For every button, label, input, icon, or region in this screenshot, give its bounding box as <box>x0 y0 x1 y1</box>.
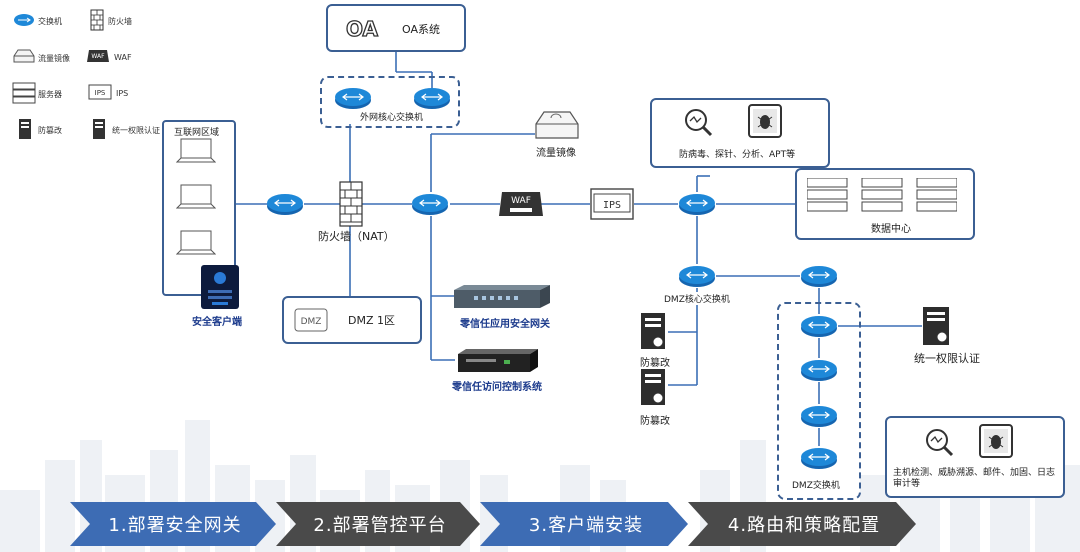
waf-legend-icon: WAF <box>87 50 109 62</box>
switch-legend-icon <box>14 14 34 26</box>
firewall-nat-label: 防火墙（NAT） <box>318 230 395 243</box>
traffic-mirror-label: 流量镜像 <box>536 148 576 159</box>
main-router-icon[interactable] <box>411 192 449 216</box>
anti-tamper-label-1: 防篡改 <box>640 358 670 369</box>
steps-banner-shapes <box>70 502 916 546</box>
outer-core-switch-label: 外网核心交换机 <box>360 110 424 123</box>
step-3-label: 3.客户端安装 <box>528 515 644 536</box>
dmz-switch-4-icon[interactable] <box>800 446 838 470</box>
datacenter-router-icon[interactable] <box>678 192 716 216</box>
anti-tamper-server-icon[interactable] <box>640 368 668 408</box>
step-1-label: 1.部署安全网关 <box>108 515 242 536</box>
analysis-box: 防病毒、探针、分析、APT等 <box>650 98 830 168</box>
laptop-icon <box>176 184 216 209</box>
ips-legend-icon: IPS <box>88 84 112 100</box>
legend-auth-label: 统一权限认证 <box>112 126 160 135</box>
dmz-zone-label: DMZ 1区 <box>348 314 395 327</box>
dmz-icon: DMZ <box>294 308 328 332</box>
data-center-box: 数据中心 <box>795 168 975 240</box>
internet-zone-label: 互联网区域 <box>174 128 220 138</box>
dmz-core-switch-label: DMZ核心交换机 <box>664 292 730 305</box>
zero-trust-access-label: 零信任访问控制系统 <box>452 382 542 393</box>
svg-text:WAF: WAF <box>511 196 531 206</box>
security-client-app-icon[interactable] <box>200 264 240 310</box>
anti-tamper-legend-icon <box>19 119 31 139</box>
ips-icon[interactable]: IPS <box>590 188 634 220</box>
host-detection-box: 主机检测、威胁溯源、邮件、加固、日志审计等 <box>885 416 1065 498</box>
svg-text:OA: OA <box>346 17 378 40</box>
svg-text:DMZ: DMZ <box>301 317 322 327</box>
laptop-icon <box>176 230 216 255</box>
host-detect-magnifier-icon <box>926 429 954 457</box>
firewall-icon[interactable] <box>339 181 363 227</box>
dmz-switch-label: DMZ交换机 <box>792 481 840 491</box>
step-2-label: 2.部署管控平台 <box>313 515 447 536</box>
dmz-core-switch-icon[interactable] <box>678 264 716 288</box>
waf-icon[interactable]: WAF <box>498 190 544 218</box>
laptop-icon <box>176 138 216 163</box>
server-legend-icon <box>12 82 36 104</box>
legend-firewall-label: 防火墙 <box>108 17 132 26</box>
host-detection-label: 主机检测、威胁溯源、邮件、加固、日志审计等 <box>893 468 1056 489</box>
zero-trust-access-icon[interactable] <box>456 348 540 374</box>
outer-core-switch-b-icon[interactable] <box>413 86 451 110</box>
analysis-label: 防病毒、探针、分析、APT等 <box>679 150 796 160</box>
unified-auth-label: 统一权限认证 <box>914 352 980 365</box>
legend-server-label: 服务器 <box>38 90 62 99</box>
legend-ips-label: IPS <box>116 89 129 98</box>
oa-system-label: OA系统 <box>402 23 440 36</box>
firewall-legend-icon <box>90 9 104 31</box>
unified-auth-server-icon[interactable] <box>922 306 952 348</box>
svg-text:IPS: IPS <box>603 200 621 211</box>
dmz-uplink-router-icon[interactable] <box>800 264 838 288</box>
internet-router-icon[interactable] <box>266 192 304 216</box>
dmz-switch-group <box>777 302 861 500</box>
mirror-legend-icon <box>13 49 35 63</box>
auth-legend-icon <box>93 119 105 139</box>
anti-tamper-label-2: 防篡改 <box>640 416 670 427</box>
anti-tamper-server-icon[interactable] <box>640 312 668 352</box>
zero-trust-gateway-icon[interactable] <box>452 284 552 310</box>
outer-core-switch-group <box>320 76 460 128</box>
analysis-magnifier-icon <box>685 109 713 137</box>
legend-anti-tamper-label: 防篡改 <box>38 126 62 135</box>
oa-system-box: OA OA系统 <box>326 4 466 52</box>
antivirus-bug-icon <box>748 104 782 138</box>
svg-text:IPS: IPS <box>95 89 106 97</box>
data-center-label: 数据中心 <box>871 224 911 235</box>
svg-text:WAF: WAF <box>91 53 105 60</box>
traffic-mirror-icon[interactable] <box>532 110 582 140</box>
threat-bug-icon <box>979 424 1013 458</box>
dmz-switch-2-icon[interactable] <box>800 358 838 382</box>
step-4-label: 4.路由和策略配置 <box>727 515 881 536</box>
dmz-switch-3-icon[interactable] <box>800 404 838 428</box>
oa-icon: OA <box>345 16 379 40</box>
legend-mirror-label: 流量镜像 <box>38 54 70 63</box>
outer-core-switch-a-icon[interactable] <box>334 86 372 110</box>
security-client-label: 安全客户端 <box>192 317 242 328</box>
server-rack-icon <box>807 178 957 212</box>
dmz-zone-box: DMZ DMZ 1区 <box>282 296 422 344</box>
legend-switch-label: 交换机 <box>38 17 62 26</box>
zero-trust-gateway-label: 零信任应用安全网关 <box>460 319 550 330</box>
legend-waf-label: WAF <box>114 53 132 62</box>
dmz-switch-1-icon[interactable] <box>800 314 838 338</box>
